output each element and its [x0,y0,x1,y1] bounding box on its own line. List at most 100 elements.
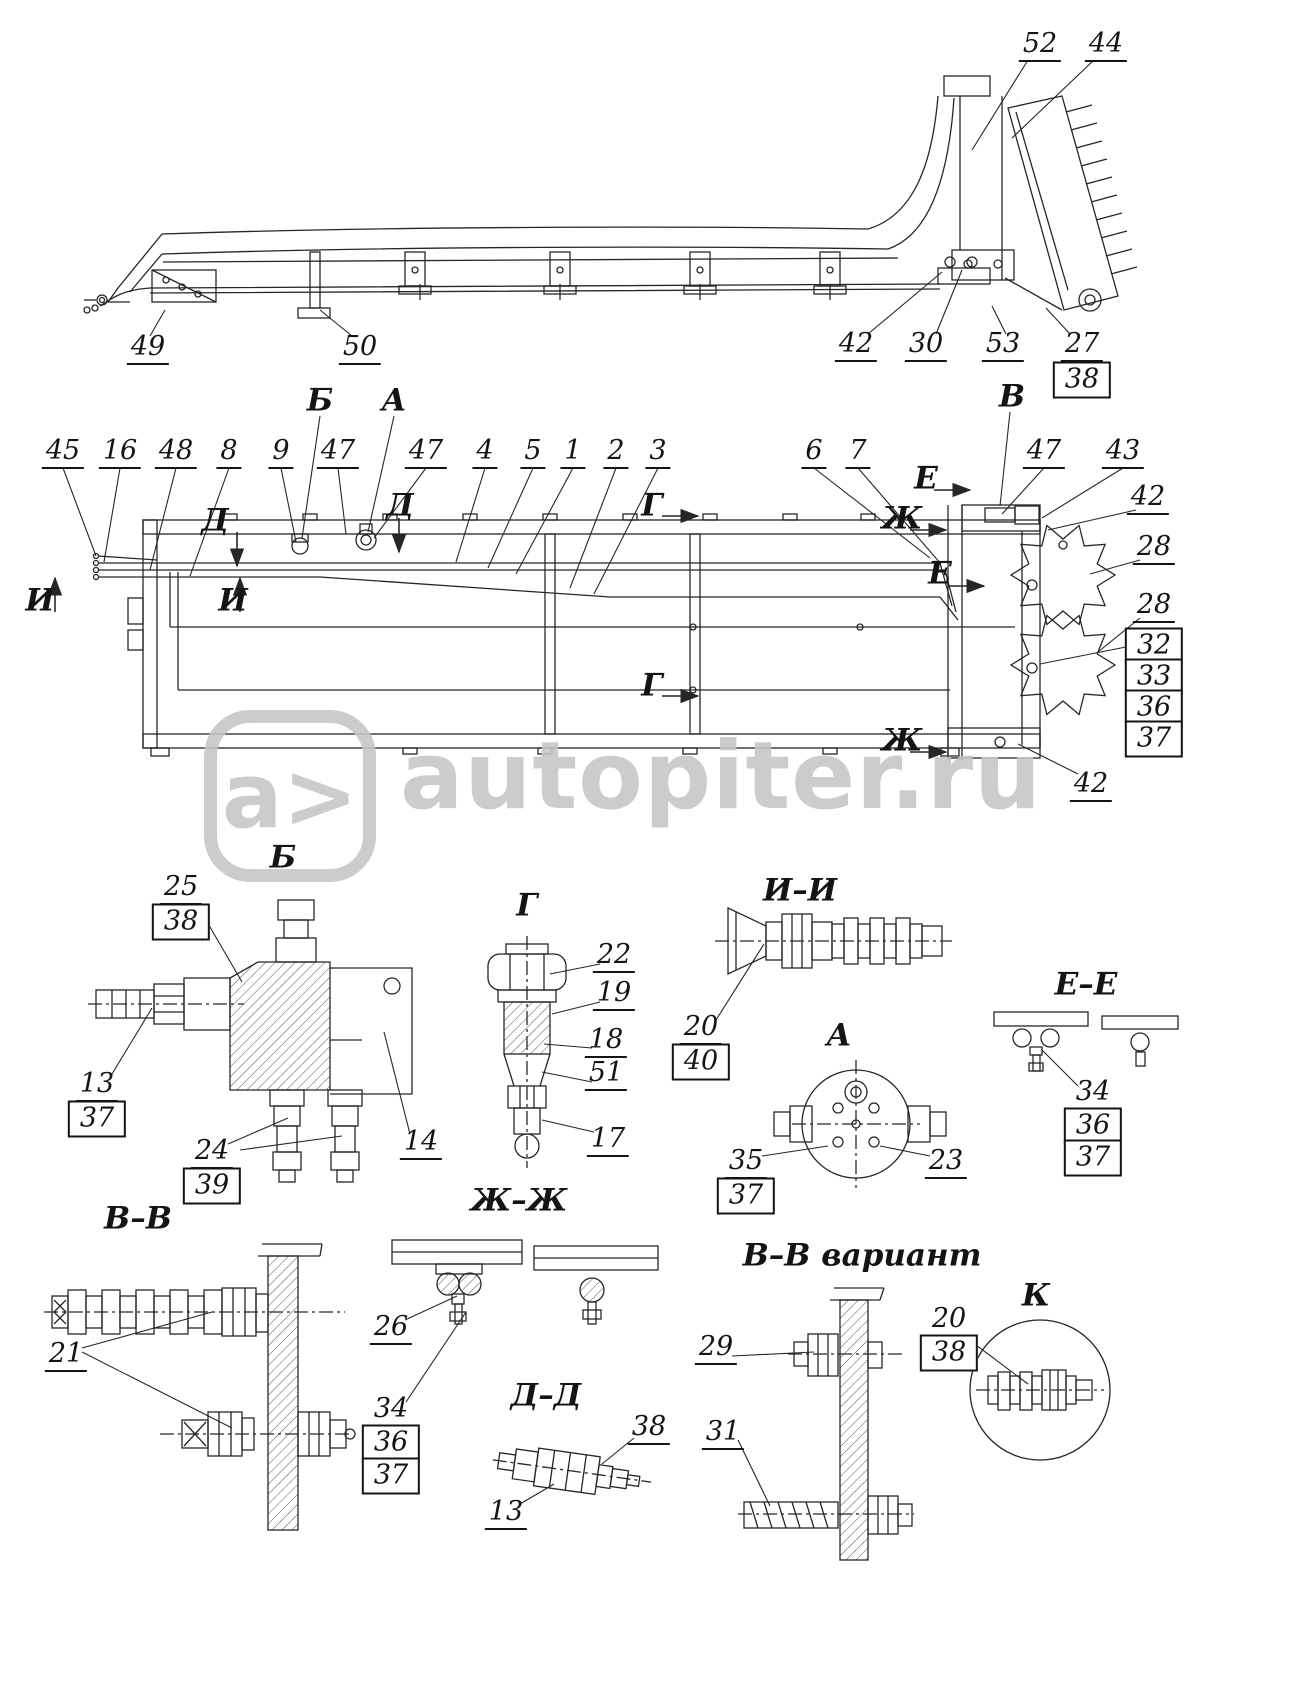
variant-view-vv [738,1287,914,1561]
callout-39: 39 [182,1167,242,1205]
callout-48: 48 [154,437,198,469]
view-label-Д: Д [201,502,229,539]
callout-36: 36 [1063,1107,1123,1145]
callout-47: 47 [404,437,448,469]
view-label-Ж: Ж [881,500,923,537]
callout-9: 9 [268,437,294,469]
view-label-И–И: И–И [762,872,838,909]
view-label-И: И [25,582,55,619]
callout-36: 36 [361,1424,421,1462]
callout-31: 31 [701,1418,745,1450]
callout-42: 42 [834,330,878,362]
rosette-lower [1009,614,1117,716]
callout-24: 24 [190,1137,234,1169]
section-view-vv [44,1243,356,1531]
section-view-dd [492,1447,652,1496]
callout-52: 52 [1018,30,1062,62]
callout-50: 50 [338,333,382,365]
view-label-Г: Г [516,887,538,924]
callout-43: 43 [1101,437,1145,469]
view-label-В–В-вариант: В–В вариант [742,1237,982,1274]
detail-view-a [773,1060,947,1188]
view-label-Д: Д [386,487,414,524]
plan-view [47,482,1117,760]
callout-30: 30 [904,330,948,362]
callout-49: 49 [126,333,170,365]
callout-13: 13 [75,1070,119,1102]
callout-8: 8 [216,437,242,469]
callout-29: 29 [694,1333,738,1365]
callout-20: 20 [927,1305,971,1337]
view-label-В: В [998,378,1026,415]
callout-47: 47 [316,437,360,469]
callout-5: 5 [520,437,546,469]
callout-6: 6 [801,437,827,469]
callout-38: 38 [627,1413,671,1445]
callout-34: 34 [1071,1078,1115,1110]
view-label-Е: Е [914,460,938,497]
callout-20: 20 [679,1013,723,1045]
view-label-Б: Б [269,839,297,876]
view-label-Б: Б [306,382,334,419]
view-label-Е: Е [928,555,952,592]
view-label-А: А [826,1017,852,1054]
callout-7: 7 [845,437,871,469]
view-label-Д–Д: Д–Д [510,1377,582,1414]
view-label-И: И [218,582,248,619]
rosette-upper [1009,524,1117,626]
callout-42: 42 [1069,770,1113,802]
callout-32: 32 [1124,627,1184,665]
view-label-Ж–Ж: Ж–Ж [470,1182,568,1219]
callout-38: 38 [151,903,211,941]
section-view-jj [391,1239,659,1325]
view-label-Г: Г [641,667,663,704]
callout-28: 28 [1132,533,1176,565]
callout-53: 53 [981,330,1025,362]
callout-34: 34 [369,1395,413,1427]
callout-23: 23 [924,1147,968,1179]
view-label-Г: Г [641,487,663,524]
callout-19: 19 [592,979,636,1011]
callout-4: 4 [472,437,498,469]
callout-37: 37 [1063,1139,1123,1177]
callout-37: 37 [361,1457,421,1495]
view-label-Е–Е: Е–Е [1054,966,1118,1003]
top-side-view [83,75,1138,319]
section-view-ee [993,1011,1179,1072]
callout-44: 44 [1084,30,1128,62]
callout-25: 25 [159,873,203,905]
callout-37: 37 [1124,720,1184,758]
callout-40: 40 [671,1043,731,1081]
callout-38: 38 [919,1334,979,1372]
detail-view-g [487,936,567,1168]
callout-17: 17 [586,1125,630,1157]
callout-26: 26 [369,1313,413,1345]
callout-21: 21 [44,1340,88,1372]
callout-35: 35 [724,1147,768,1179]
callout-27: 27 [1060,330,1104,362]
leader-lines [62,59,1141,1507]
detail-view-b [88,899,413,1183]
callout-2: 2 [603,437,629,469]
view-label-К: К [1021,1277,1051,1314]
callout-51: 51 [584,1059,628,1091]
callout-38: 38 [1052,361,1112,399]
callout-18: 18 [584,1026,628,1058]
view-label-Ж: Ж [881,722,923,759]
callout-22: 22 [592,941,636,973]
callout-36: 36 [1124,689,1184,727]
section-view-ii [715,906,952,976]
view-label-В–В: В–В [104,1200,172,1237]
callout-45: 45 [41,437,85,469]
callout-14: 14 [399,1128,443,1160]
callout-3: 3 [645,437,671,469]
callout-16: 16 [98,437,142,469]
callout-28: 28 [1132,591,1176,623]
callout-47: 47 [1022,437,1066,469]
callout-37: 37 [67,1100,127,1138]
detail-view-k [969,1319,1111,1461]
callout-1: 1 [560,437,586,469]
view-label-А: А [381,382,407,419]
